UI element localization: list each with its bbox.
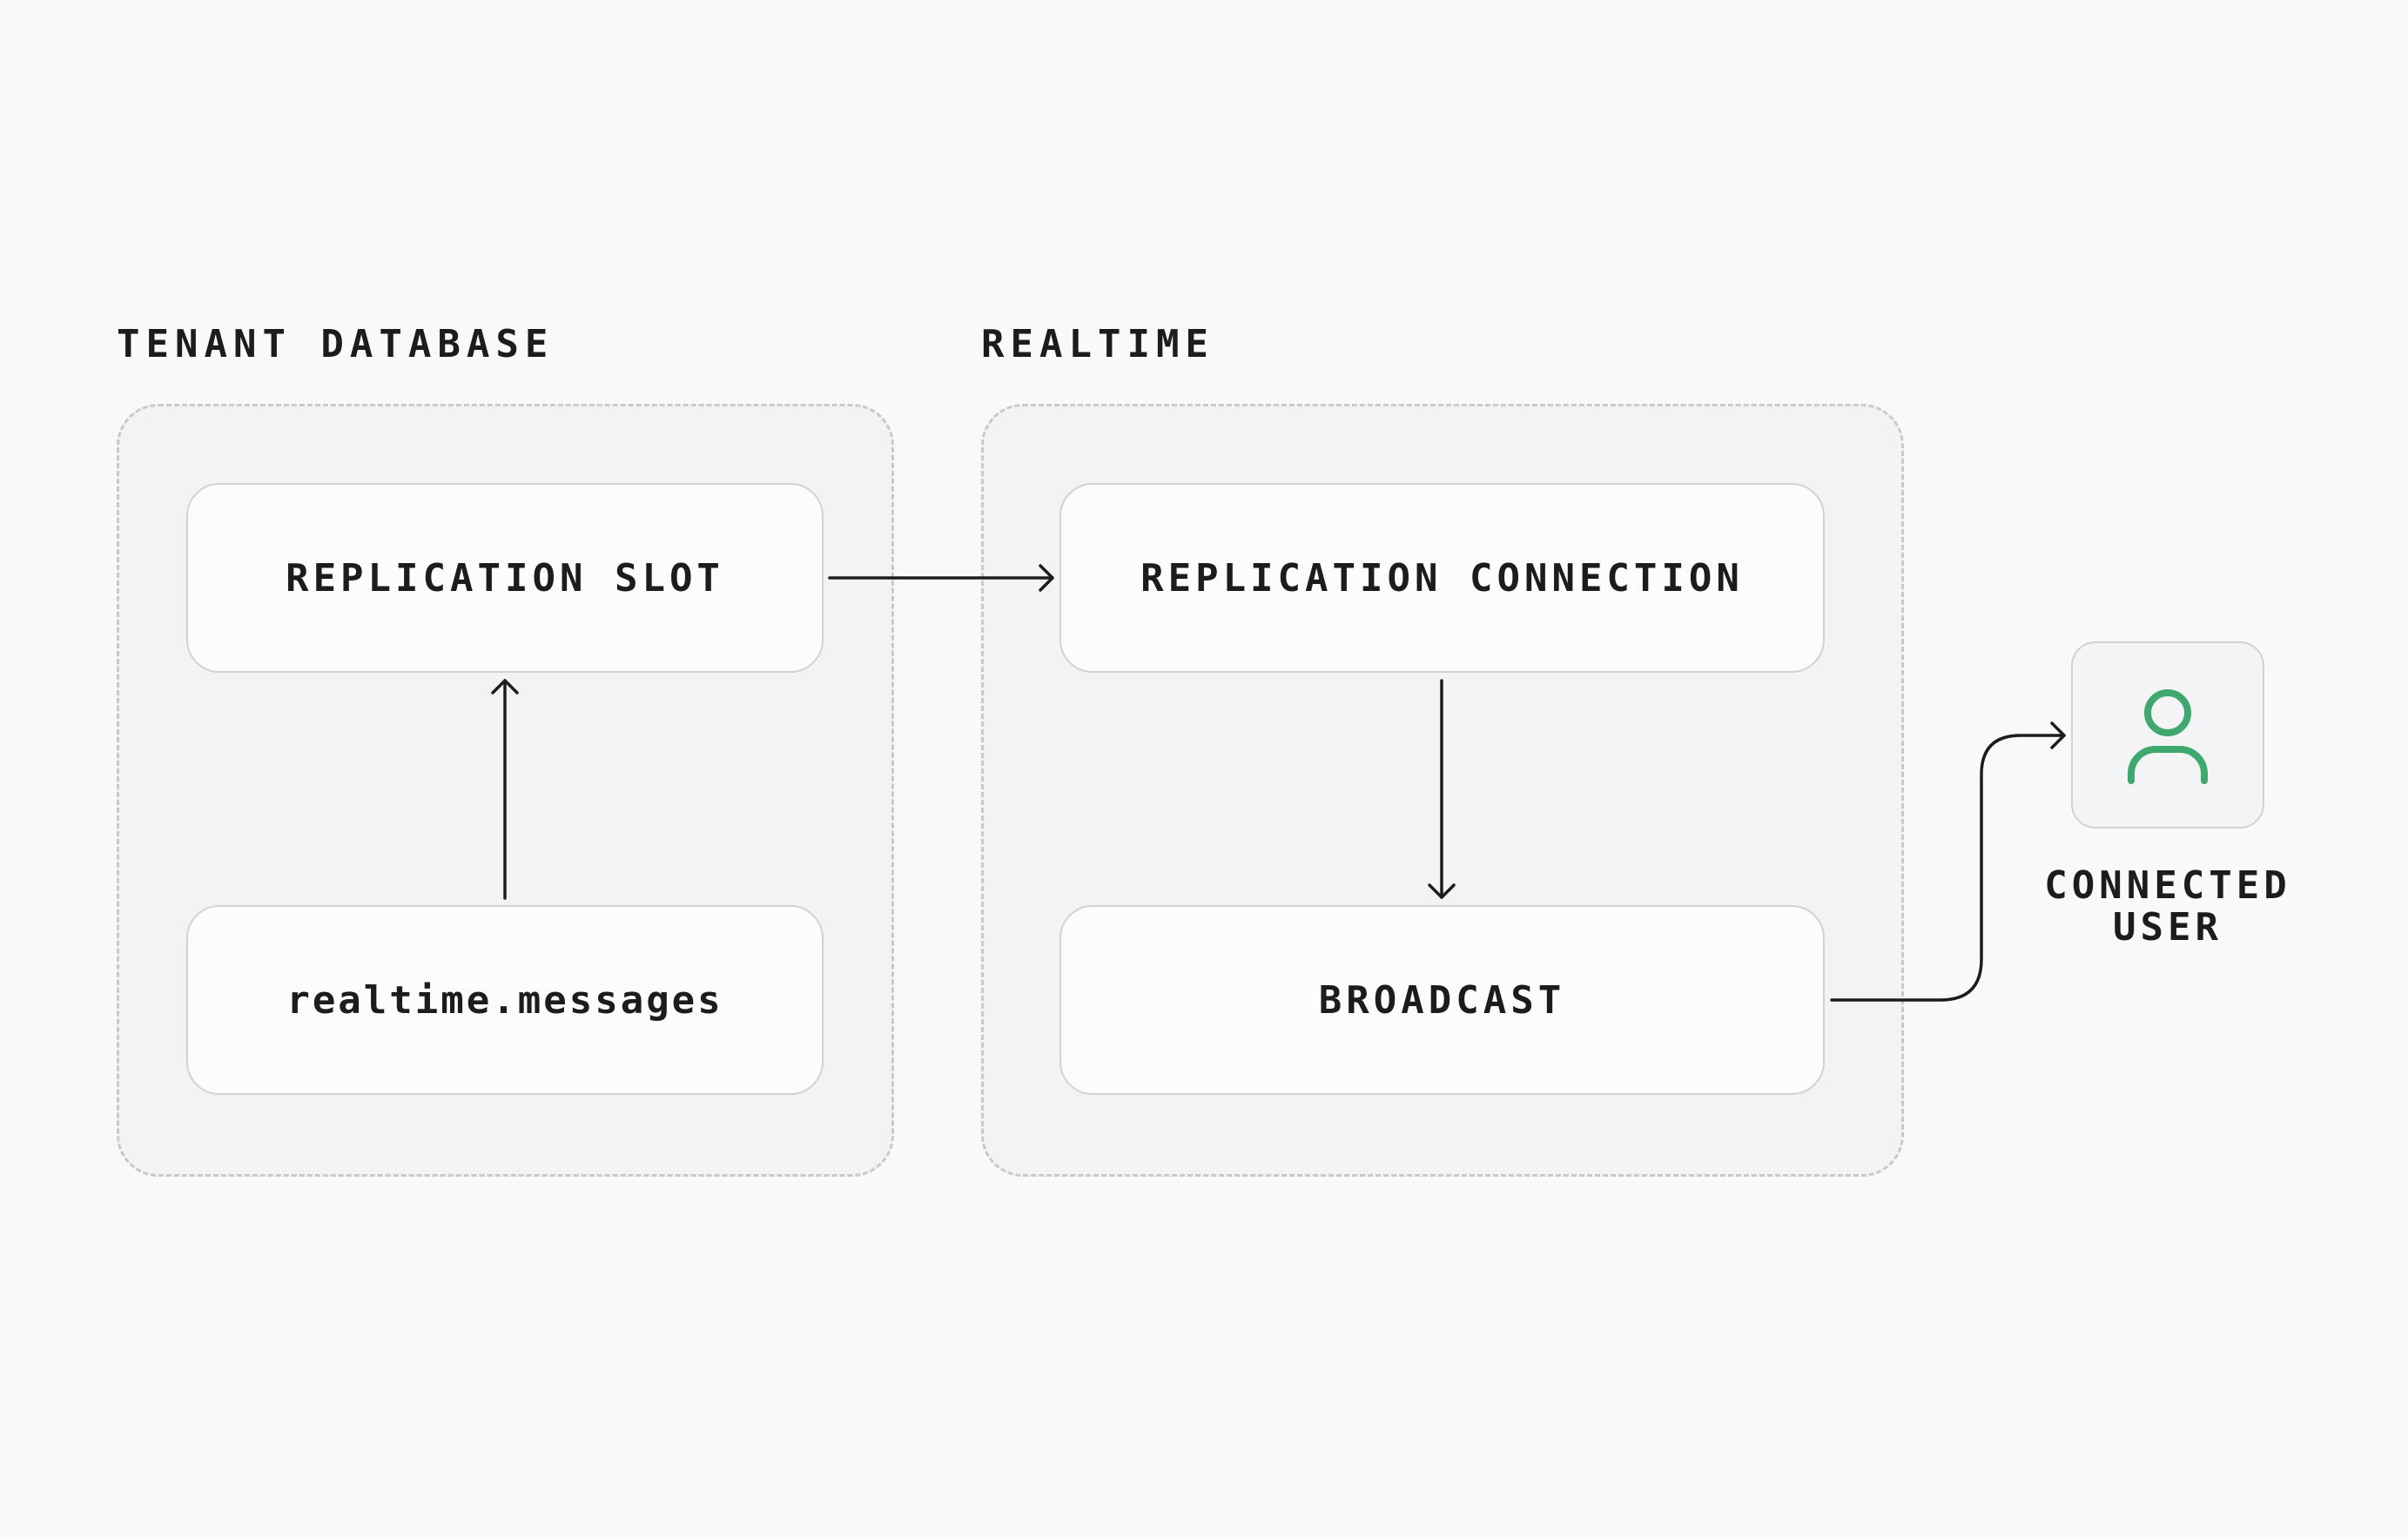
connected-user-card [2071,641,2264,829]
replication-connection-node: REPLICATION CONNECTION [1059,483,1825,673]
broadcast-node: BROADCAST [1059,905,1825,1095]
user-icon [2128,688,2208,784]
connected-user-label: CONNECTED USER [2028,865,2307,949]
connected-user-label-line2: USER [2113,905,2223,950]
tenant-database-label: TENANT DATABASE [117,322,555,366]
realtime-messages-node: realtime.messages [186,905,824,1095]
connected-user-label-line1: CONNECTED [2044,863,2291,908]
realtime-label: REALTIME [981,322,1214,366]
replication-slot-node: REPLICATION SLOT [186,483,824,673]
